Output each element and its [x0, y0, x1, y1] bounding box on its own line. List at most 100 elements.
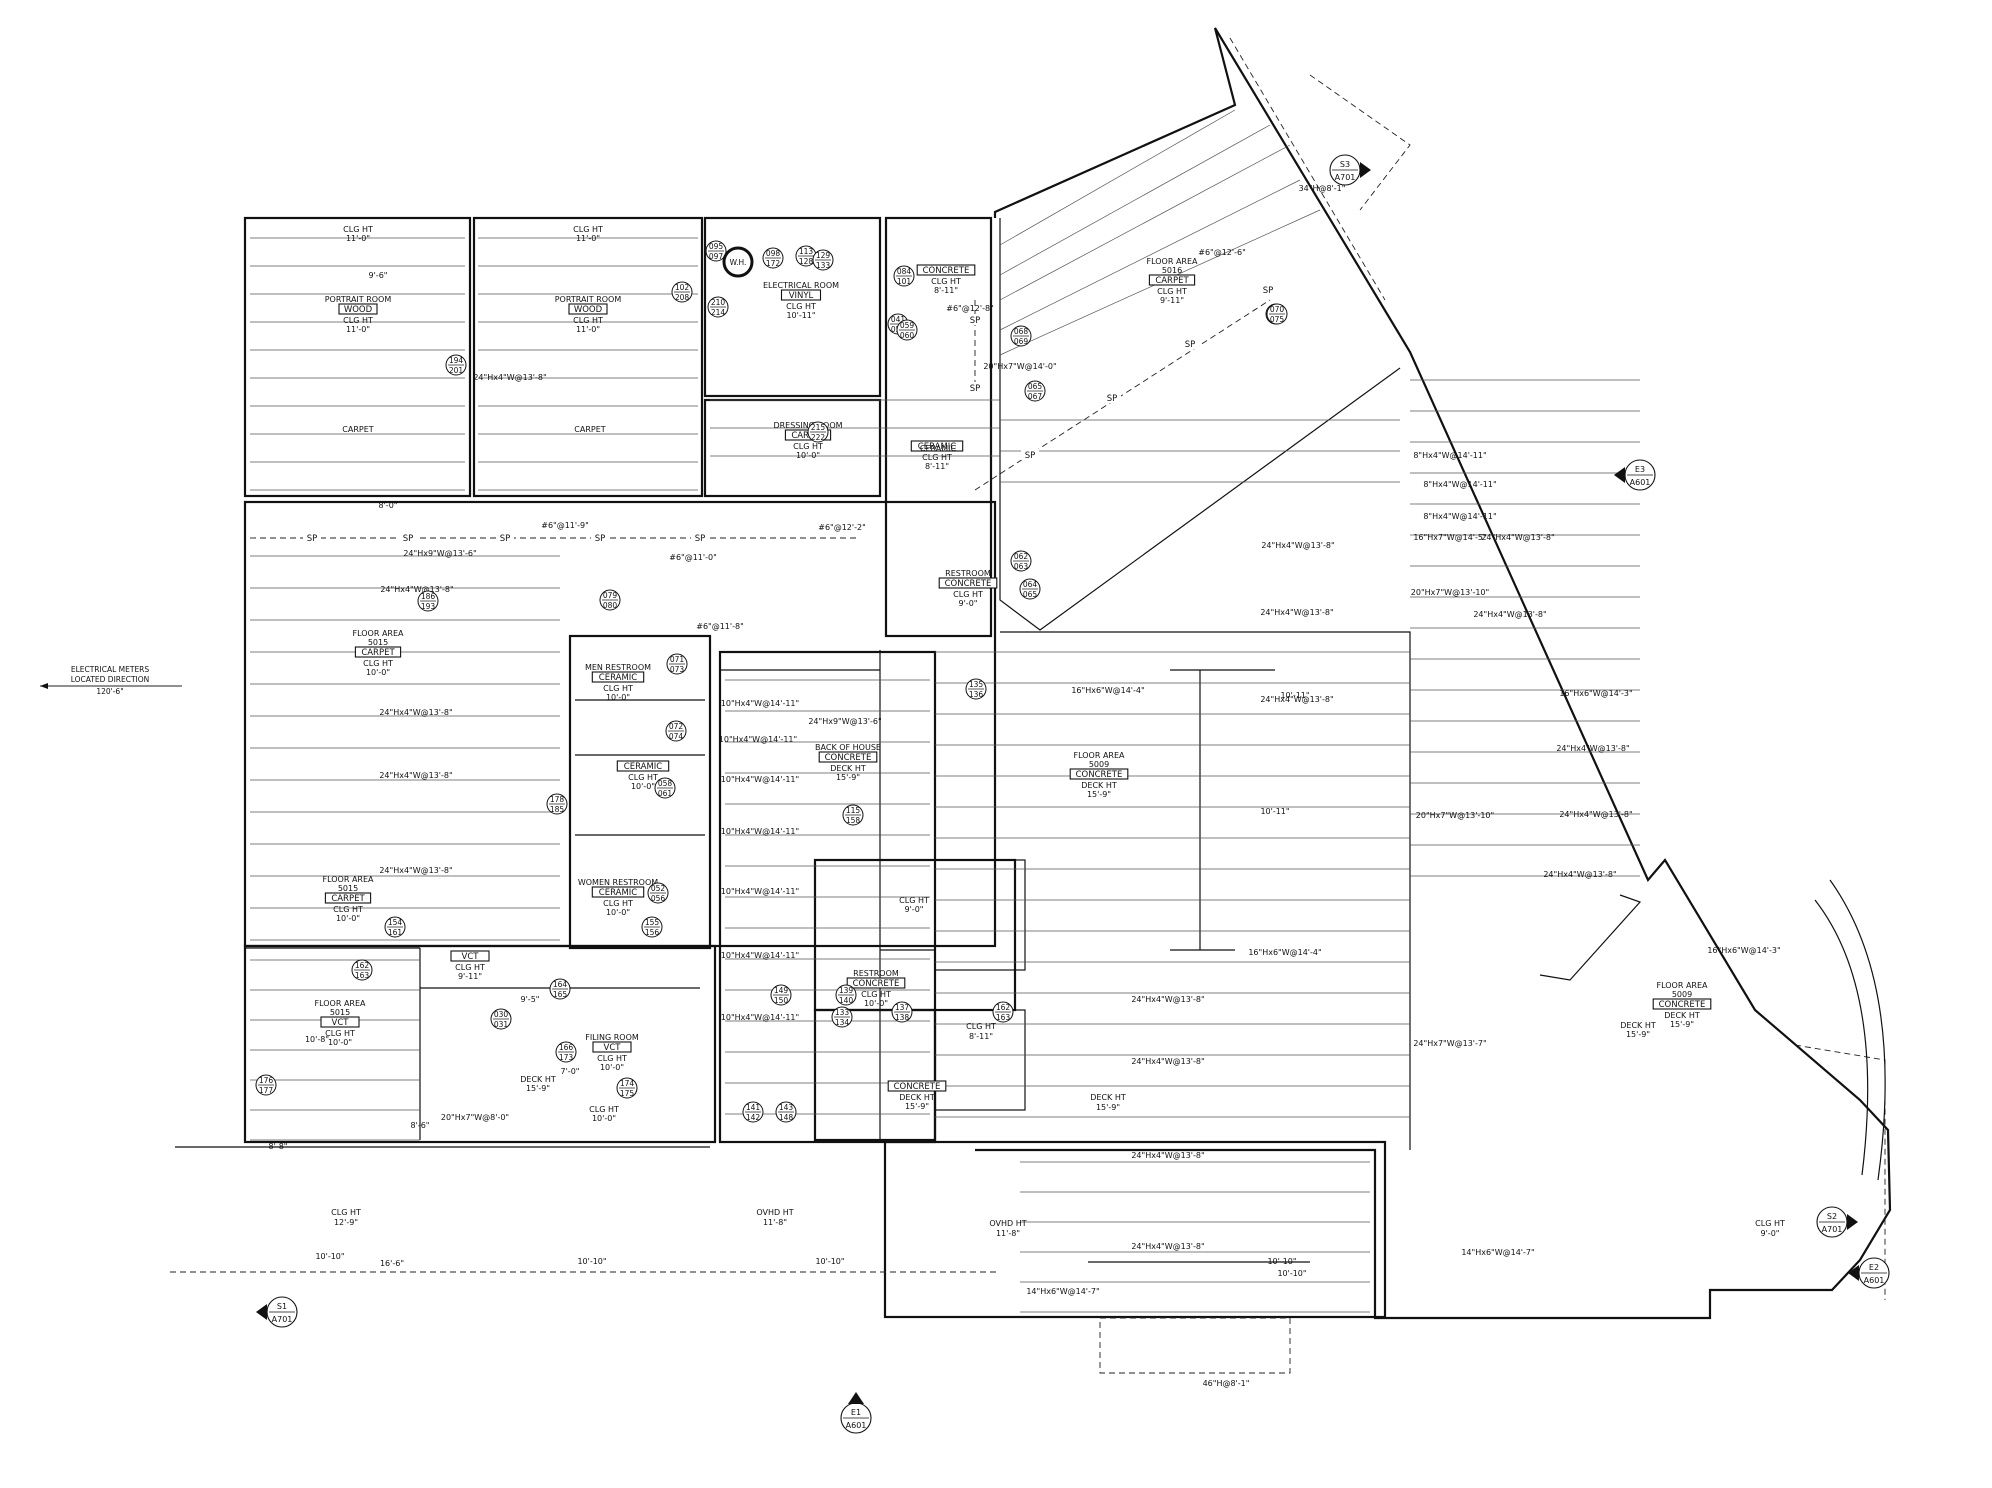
water-heater-label: W.H. — [730, 258, 747, 267]
bubble-top-number: 115 — [846, 806, 861, 815]
room-name-line: FLOOR AREA — [352, 629, 404, 638]
ceiling-height-line: 10'-0" — [864, 999, 888, 1008]
section-sheet: A701 — [272, 1315, 293, 1324]
ceiling-height-line: 9'-0" — [959, 599, 978, 608]
fixture-dim-label: 10'-10" — [577, 1257, 606, 1266]
finish-tag-box — [1652, 998, 1712, 1010]
finish-tag-box — [910, 440, 964, 452]
misc-label: OVHD HT — [756, 1208, 793, 1217]
ceiling-height-line: CLG HT — [793, 442, 823, 451]
finish-tag-text: CONCRETE — [945, 579, 992, 589]
finish-tag-text: CONCRETE — [894, 1082, 941, 1092]
sprinkler-label: SP — [307, 534, 318, 544]
fixture-dim-label: 24"Hx4"W@13'-8" — [1131, 1242, 1204, 1251]
ceiling-height-line: 11'-0" — [576, 325, 600, 334]
finish-tag-box — [1069, 768, 1129, 780]
bubble-bottom-number: 069 — [1014, 337, 1029, 346]
bubble-bottom-number: 201 — [449, 366, 464, 375]
bubble-top-number: 041 — [891, 315, 906, 324]
fixture-dim-label: 10'-10" — [1267, 1257, 1296, 1266]
finish-tag-box — [592, 1041, 632, 1053]
bubble-top-number: 084 — [897, 267, 912, 276]
finish-tag-box — [846, 977, 906, 989]
ceiling-height-line: CLG HT — [597, 1054, 627, 1063]
misc-label: 15'-9" — [1096, 1103, 1120, 1112]
sp-bg — [303, 532, 321, 543]
fixture-dim-label: 8'-6" — [411, 1121, 430, 1130]
room-name-line: FLOOR AREA — [314, 999, 366, 1008]
misc-label: OVHD HT — [989, 1219, 1026, 1228]
sprinkler-label: SP — [1185, 340, 1196, 350]
finish-tag-text: CARPET — [331, 894, 365, 904]
fixture-dim-label: 16"Hx6"W@14'-4" — [1071, 686, 1144, 695]
bubble-top-number: 166 — [559, 1043, 574, 1052]
bubble-bottom-number: 140 — [839, 996, 854, 1005]
bubble-bottom-number: 073 — [670, 665, 685, 674]
fixture-dim-label: 24"Hx4"W@13'-8" — [1556, 744, 1629, 753]
fixture-dim-label: 24"Hx4"W@13'-8" — [1481, 533, 1554, 542]
fixture-dim-label: 24"Hx9"W@13'-6" — [403, 549, 476, 558]
finish-tag-box — [591, 886, 645, 898]
bubble-bottom-number: 061 — [658, 789, 673, 798]
fixture-dim-label: 10"Hx4"W@14'-11" — [721, 827, 799, 836]
finish-tag-text: VCT — [462, 952, 480, 962]
finish-tag-text: WOOD — [574, 305, 603, 315]
room-name-line: 5015 — [330, 1008, 350, 1017]
bubble-bottom-number: 063 — [1014, 562, 1029, 571]
sp-bg — [1259, 284, 1277, 295]
sp-bg — [1021, 449, 1039, 460]
bubble-bottom-number: 163 — [996, 1013, 1011, 1022]
ceiling-height-line: CLG HT — [1157, 287, 1187, 296]
bubble-top-number: 162 — [996, 1003, 1011, 1012]
fixture-dim-label: 10"Hx4"W@14'-11" — [721, 775, 799, 784]
section-sheet: A601 — [846, 1421, 867, 1430]
sp-bg — [399, 532, 417, 543]
fixture-dim-label: 10'-11" — [1260, 807, 1289, 816]
sprinkler-label: SP — [595, 534, 606, 544]
ceiling-height-line: CLG HT — [603, 899, 633, 908]
ceiling-height-line: 15'-9" — [1087, 790, 1111, 799]
section-id: E3 — [1635, 465, 1645, 474]
bubble-top-number: 065 — [1028, 382, 1043, 391]
fixture-dim-label: #6"@11'-0" — [669, 553, 717, 562]
misc-label: DECK HT — [520, 1075, 556, 1084]
finish-tag-text: CERAMIC — [918, 442, 957, 452]
fixture-dim-label: 24"Hx4"W@13'-8" — [379, 866, 452, 875]
building-outline — [170, 27, 1892, 1374]
bubble-top-number: 176 — [259, 1076, 274, 1085]
bubble-top-number: 135 — [969, 680, 984, 689]
bubble-bottom-number: 161 — [388, 928, 403, 937]
finish-tag-text: CONCRETE — [853, 979, 900, 989]
ceiling-height-line: 10'-0" — [796, 451, 820, 460]
bubble-bottom-number: 173 — [559, 1053, 574, 1062]
ceiling-height-line: CLG HT — [603, 684, 633, 693]
fixture-dim-label: 14"Hx6"W@14'-7" — [1026, 1287, 1099, 1296]
bubble-top-number: 186 — [421, 592, 436, 601]
bubble-bottom-number: 208 — [675, 293, 690, 302]
fixture-dim-label: #6"@11'-8" — [696, 622, 744, 631]
finish-tag-box — [338, 303, 378, 315]
bubble-top-number: 072 — [669, 722, 684, 731]
fixture-dim-label: 24"Hx7"W@13'-7" — [1413, 1039, 1486, 1048]
bubble-bottom-number: 214 — [711, 308, 726, 317]
